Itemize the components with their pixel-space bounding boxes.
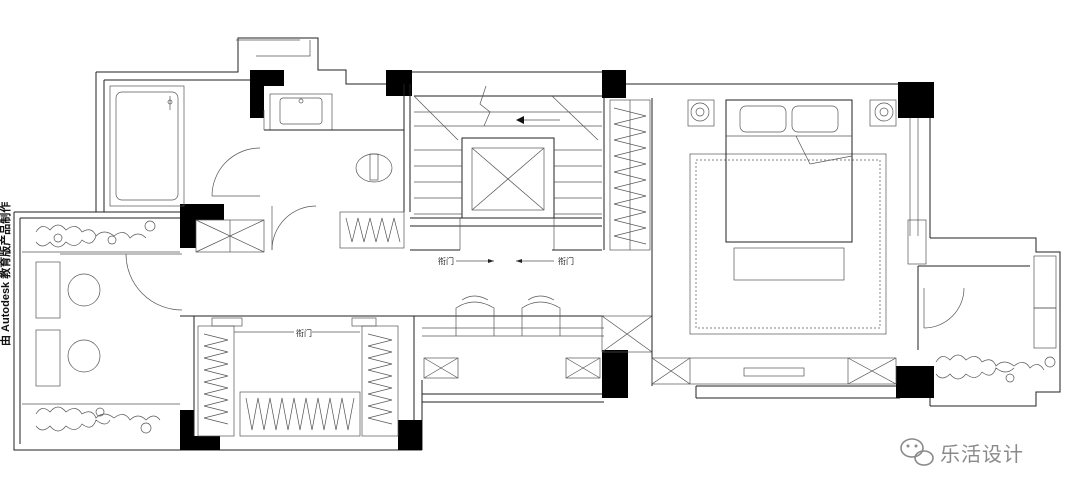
wardrobe-bath: [195, 205, 405, 253]
staircase: [410, 85, 602, 251]
wechat-icon: [900, 438, 934, 466]
door-label-1: 衔门: [438, 256, 454, 266]
left-room: [22, 220, 183, 434]
autodesk-edu-note: 由 Autodesk 教育版产品制作: [0, 202, 12, 346]
planter-bottom: [35, 406, 161, 434]
watermark: 乐活设计: [900, 438, 1024, 466]
bathroom: [109, 39, 411, 212]
corridor-furniture: [180, 295, 653, 379]
door-label-3: 衔门: [296, 328, 312, 338]
stair-treads: [414, 111, 602, 215]
exterior-walls: [13, 37, 1061, 451]
door-label-2: 衔门: [558, 256, 574, 266]
door-labels: 衔门 衔门 衔门: [234, 256, 574, 338]
bedroom-window-cabinet: [651, 357, 897, 385]
planter-right: [935, 354, 1056, 383]
walk-in-closet: [193, 316, 415, 437]
structural-columns: [180, 70, 934, 450]
bedroom: [603, 98, 1057, 386]
watermark-text: 乐活设计: [940, 442, 1024, 466]
planter-top: [35, 220, 156, 248]
